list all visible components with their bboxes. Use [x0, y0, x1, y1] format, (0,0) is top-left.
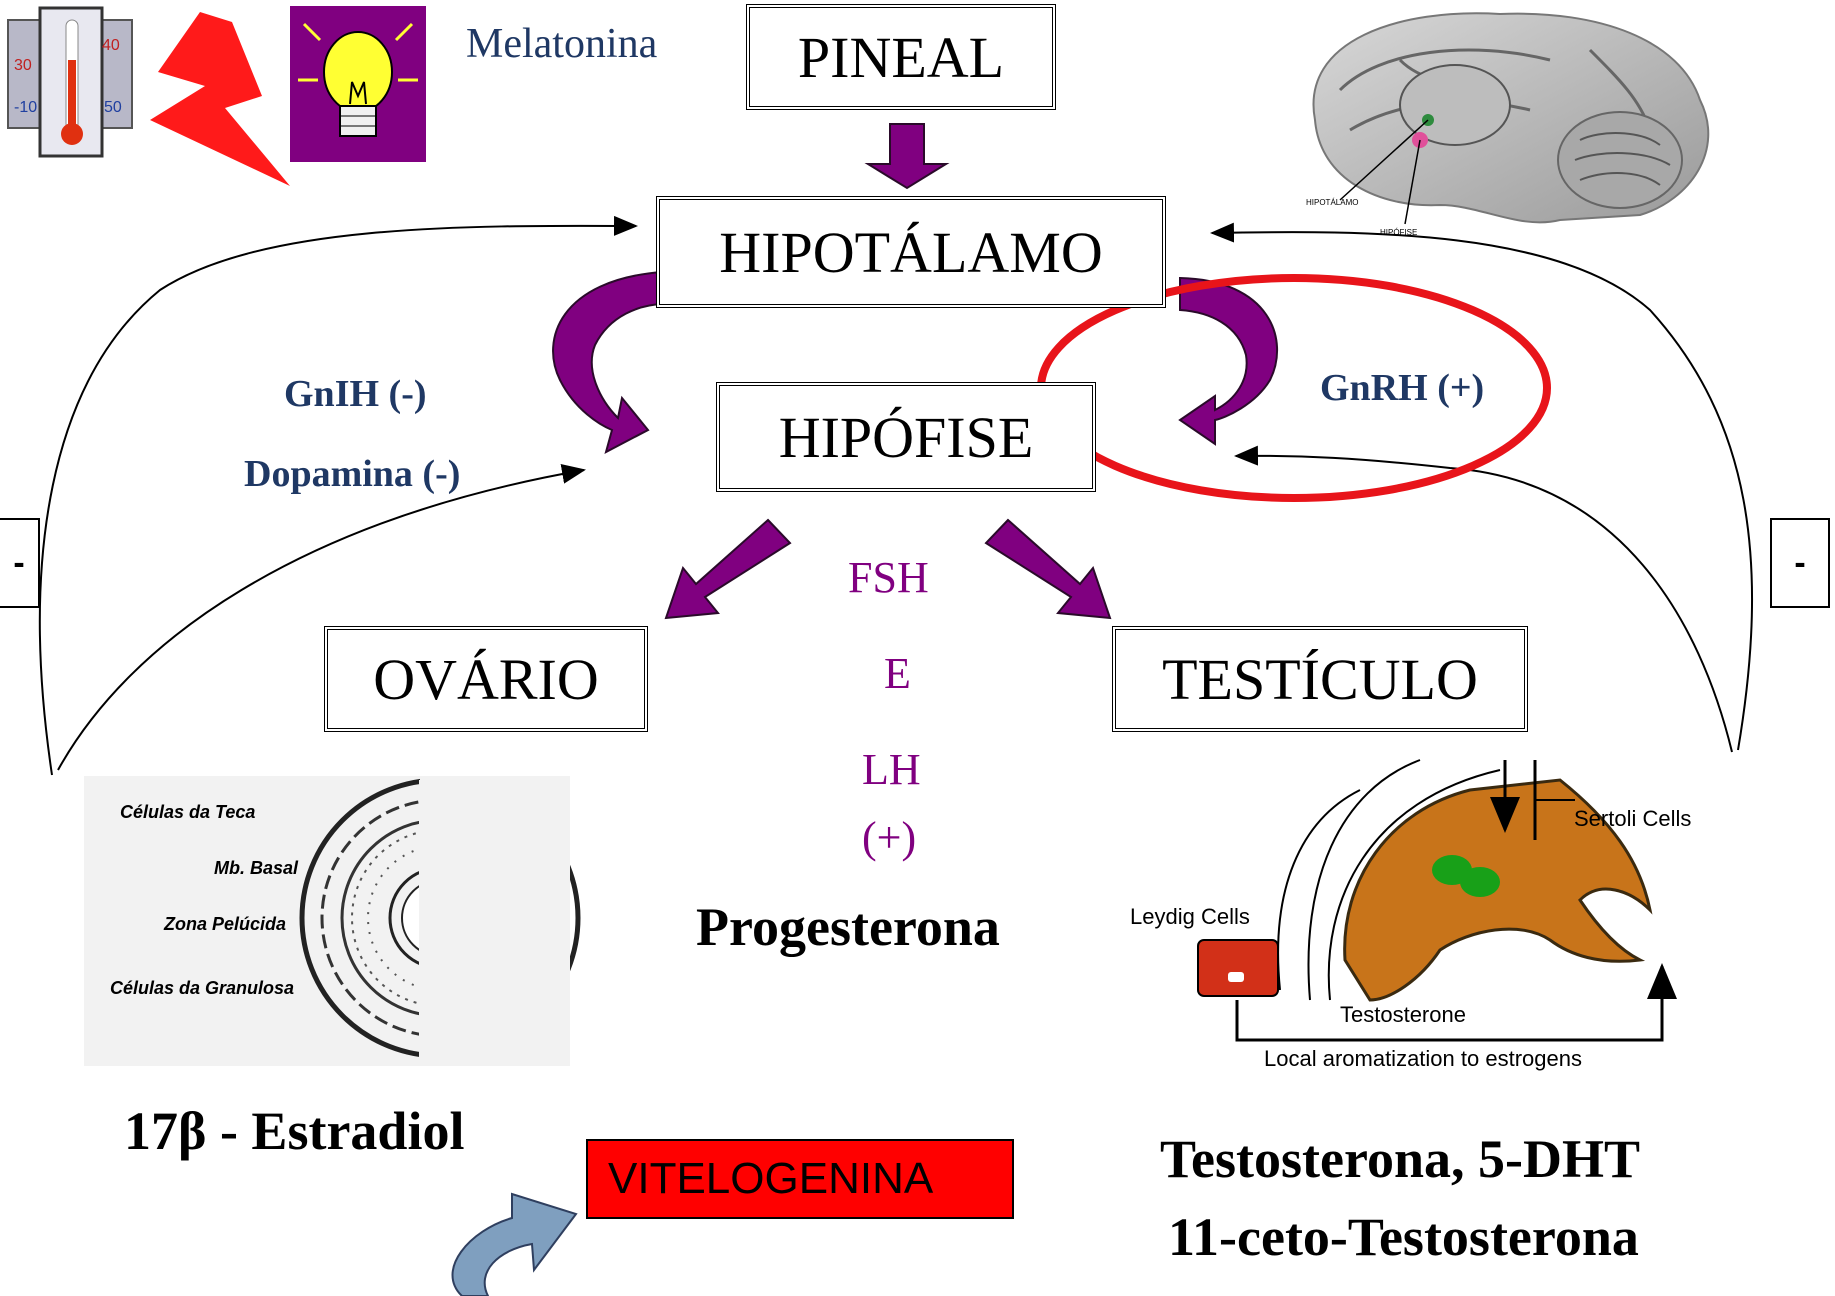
ovary-follicle-illustration — [84, 776, 581, 1066]
gnrh-label: GnRH (+) — [1320, 367, 1485, 409]
svg-text:30: 30 — [14, 57, 32, 74]
feedback-curve-left-outer — [38, 215, 638, 776]
svg-text:-10: -10 — [14, 99, 37, 116]
brain-label-hipotalamo: HIPOTÁLAMO — [1306, 198, 1359, 207]
lightning-icon — [150, 12, 290, 186]
dopamina-label: Dopamina (-) — [244, 453, 461, 495]
lh-label: LH — [862, 745, 921, 794]
brain-icon — [1312, 12, 1710, 225]
pineal-box: PINEAL — [746, 4, 1056, 110]
hipotalamo-box: HIPOTÁLAMO — [656, 196, 1166, 308]
fsh-label: FSH — [848, 553, 929, 602]
androgens-line1: Testosterona, 5-DHT — [1160, 1129, 1641, 1189]
melatonina-label: Melatonina — [466, 21, 658, 67]
brain-label-hipofise: HIPÓFISE — [1380, 228, 1418, 237]
vitelogenina-box: VITELOGENINA — [586, 1139, 1014, 1219]
estradiol-label: 17β - Estradiol — [124, 1101, 465, 1161]
ovary-label-basal: Mb. Basal — [214, 858, 299, 878]
svg-text:40: 40 — [102, 37, 120, 54]
progesterona-label: Progesterona — [696, 897, 1000, 957]
arrow-hipotalamo-to-hipofise-right — [1178, 276, 1278, 446]
ovary-label-teca: Células da Teca — [120, 802, 256, 822]
thermometer-icon: 30 40 -10 50 — [7, 6, 133, 158]
ovary-label-pelucida: Zona Pelúcida — [164, 914, 287, 934]
light-bulb-icon — [290, 6, 426, 162]
testis-illustration — [1197, 759, 1677, 1042]
feedback-minus-right: - — [1770, 518, 1830, 608]
feedback-curve-right-outer — [1210, 222, 1754, 751]
androgens-line2: 11-ceto-Testosterona — [1168, 1207, 1639, 1267]
arrow-hipofise-to-ovario — [664, 518, 792, 620]
testis-label-testosterone: Testosterone — [1340, 1002, 1466, 1027]
e-label: E — [884, 649, 911, 698]
arrow-hipofise-to-testiculo — [984, 518, 1112, 620]
testis-label-aromatization: Local aromatization to estrogens — [1264, 1046, 1582, 1071]
testis-label-sertoli: Sertoli Cells — [1574, 806, 1692, 831]
ovary-label-granulosa: Células da Granulosa — [110, 978, 295, 998]
svg-text:50: 50 — [104, 99, 122, 116]
lh-plus-label: (+) — [862, 813, 917, 862]
arrow-hipotalamo-to-hipofise-left — [552, 270, 663, 454]
feedback-curve-left-inner — [57, 463, 586, 771]
ovario-box: OVÁRIO — [324, 626, 648, 732]
hipofise-box: HIPÓFISE — [716, 382, 1096, 492]
feedback-minus-left: - — [0, 518, 40, 608]
testis-label-leydig: Leydig Cells — [1130, 904, 1250, 929]
testiculo-box: TESTÍCULO — [1112, 626, 1528, 732]
gnih-label: GnIH (-) — [284, 373, 427, 415]
feedback-curve-right-inner — [1234, 445, 1733, 753]
arrow-pineal-to-hipotalamo — [864, 123, 950, 190]
curved-arrow-to-vitelogenina — [451, 1192, 578, 1296]
